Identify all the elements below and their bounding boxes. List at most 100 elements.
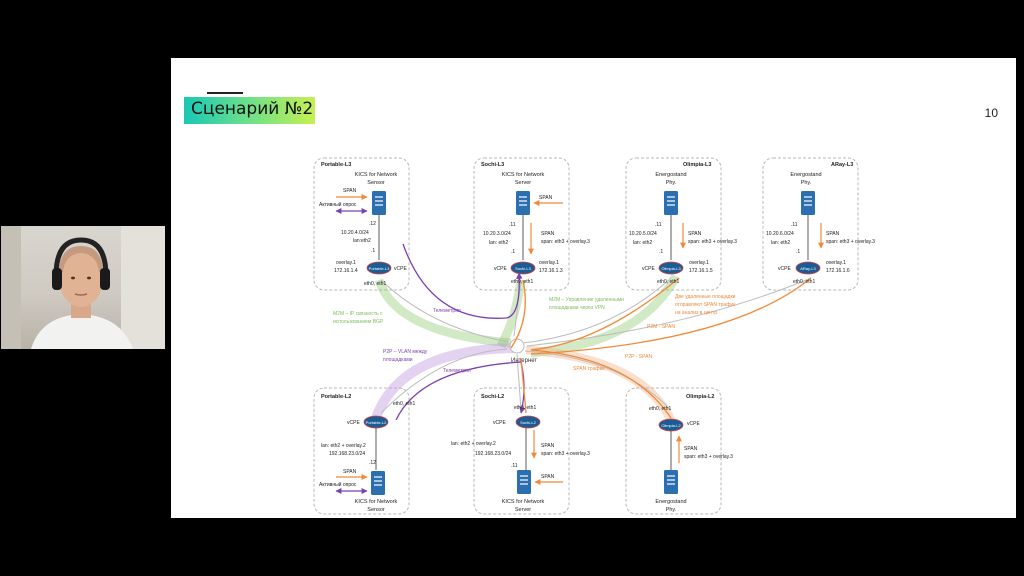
span-traffic-label: SPAN трафик — [573, 366, 605, 372]
ip-gw-olimpia-l3: .1 — [659, 249, 663, 255]
site-name-olimpia-l3: Olimpia-L3 — [683, 162, 711, 168]
telemetry-line-top — [402, 243, 523, 319]
subnet-sochi-l3: 10.20.3.0/24 — [483, 231, 511, 237]
ports-portable-l2: eth0, eth1 — [393, 401, 415, 407]
ports-olimpia-l3: eth0, eth1 — [657, 279, 679, 285]
lan-sochi-l3: lan: eth2 — [489, 240, 508, 246]
span-label-aray-l3: SPAN — [826, 231, 840, 237]
site-box-sochi-l3 — [473, 157, 570, 291]
site-name-aray-l3: ARay-L3 — [831, 162, 853, 168]
ip-host-sochi-l3: .11 — [509, 222, 516, 228]
vcpe-olimpia-l2: vCPE — [687, 421, 700, 427]
router-icon-sochi-l2 — [515, 415, 541, 429]
device-sochi-l2: KICS for Network — [502, 499, 545, 505]
subnet-olimpia-l3: 10.20.5.0/24 — [629, 231, 657, 237]
router-icon-aray-l3 — [795, 261, 821, 275]
network-diagram: Интернет Portable-L3 KICS for Network Se… — [313, 157, 875, 515]
span-detail-sochi-l2: span: eth3 + overlay.3 — [541, 451, 590, 457]
device-role-olimpia-l3: Phy. — [666, 180, 677, 186]
ports-olimpia-l2: eth0, eth1 — [649, 406, 671, 412]
ip-gw-aray-l3: .1 — [796, 249, 800, 255]
slide: Сценарий №2 10 — [171, 58, 1016, 518]
subnet-portable-l3: 10.20.4.0/24 — [341, 230, 369, 236]
overlay-olimpia-l3: overlay.1 — [689, 260, 709, 266]
overlay-sochi-l3: overlay.1 — [539, 260, 559, 266]
webcam-video — [1, 226, 165, 349]
site-box-portable-l3 — [313, 157, 410, 291]
device-aray-l3: Energostand — [790, 172, 821, 178]
lan-aray-l3: lan: eth2 — [771, 240, 790, 246]
server-icon-aray-l3 — [800, 190, 816, 216]
server-icon-portable-l2 — [370, 470, 386, 496]
device-olimpia-l3: Energostand — [655, 172, 686, 178]
span-label-bottom-sochi-l2: SPAN — [541, 474, 555, 480]
ip-host-olimpia-l3: .11 — [655, 222, 662, 228]
span-line-aray-l3 — [530, 277, 812, 355]
router-name-portable-l3: Portable-L3 — [369, 266, 390, 271]
ip-gw-portable-l3: .1 — [371, 248, 375, 254]
lan-portable-l2: lan: eth2 + overlay.2 — [321, 443, 366, 449]
span-line-olimpia-l3 — [530, 277, 680, 351]
lan-portable-l3: lan:eth2 — [353, 238, 371, 244]
p2p-span-label: P2P - SPAN — [625, 354, 652, 360]
server-icon-olimpia-l3 — [663, 190, 679, 216]
span-label-sochi-l2: SPAN — [541, 443, 555, 449]
vcpe-portable-l2: vCPE — [347, 420, 360, 426]
subnet-aray-l3: 10.20.6.0/24 — [766, 231, 794, 237]
span-line-sochi-l2 — [520, 357, 527, 414]
m2m-bgp-band — [374, 278, 512, 348]
overlay-ip-aray-l3: 172.16.1.6 — [826, 268, 850, 274]
site-name-sochi-l3: Sochi-L3 — [481, 162, 504, 168]
title-accent-line — [207, 92, 243, 94]
device-olimpia-l2: Energostand — [655, 499, 686, 505]
router-icon-sochi-l3 — [510, 261, 536, 275]
vcpe-aray-l3: vCPE — [778, 266, 791, 272]
title-highlight — [184, 97, 315, 124]
span-label-olimpia-l3: SPAN — [688, 231, 702, 237]
remote-span-label-2: отправляют SPAN трафик — [675, 302, 736, 308]
p2p-vlan-label-1: P2P – VLAN между — [383, 349, 428, 355]
vcpe-sochi-l2: vCPE — [493, 420, 506, 426]
router-name-aray-l3: ARay-L3 — [800, 266, 816, 271]
device-role-portable-l3: Sensor — [367, 180, 385, 186]
page-number: 10 — [984, 106, 998, 120]
subnet-sochi-l2: 192.168.23.0/24 — [475, 451, 511, 457]
ip-host-portable-l3: .12 — [369, 221, 376, 227]
span-line-sochi-l3 — [510, 279, 526, 349]
span-label-olimpia-l2: SPAN — [684, 446, 698, 452]
span-detail-sochi-l3: span: eth3 + overlay.3 — [541, 239, 590, 245]
router-name-portable-l2: Portable-L2 — [366, 420, 387, 425]
site-name-portable-l3: Portable-L3 — [321, 162, 351, 168]
server-icon-sochi-l2 — [516, 469, 532, 495]
site-box-sochi-l2 — [473, 387, 570, 515]
overlay-ip-portable-l3: 172.16.1.4 — [334, 268, 358, 274]
ports-portable-l3: eth0, eth1 — [364, 281, 386, 287]
router-icon-olimpia-l3 — [658, 261, 684, 275]
m2m-vpn-label-1: M2M – Управление удаленными — [549, 297, 624, 303]
slide-title: Сценарий №2 — [191, 99, 314, 119]
overlay-ip-sochi-l3: 172.16.1.3 — [539, 268, 563, 274]
p2p-vlan-band — [371, 343, 522, 420]
device-role-portable-l2: Sensor — [367, 507, 385, 513]
device-role-olimpia-l2: Phy. — [666, 507, 677, 513]
m2m-olimpia-band — [530, 273, 680, 358]
subnet-portable-l2: 192.168.23.0/24 — [329, 451, 365, 457]
ports-sochi-l2: eth0, eth1 — [514, 405, 536, 411]
ports-sochi-l3: eth0, eth1 — [511, 279, 533, 285]
overlay-ip-olimpia-l3: 172.16.1.5 — [689, 268, 713, 274]
remote-span-label-1: Две удаленные площадки — [675, 294, 736, 300]
span-detail-olimpia-l2: span: eth3 + overlay.3 — [684, 454, 733, 460]
router-icon-portable-l3 — [366, 261, 392, 275]
site-name-sochi-l2: Sochi-L2 — [481, 394, 504, 400]
telemetry-label-bottom: Телеметрия — [443, 368, 471, 374]
vcpe-olimpia-l3: vCPE — [642, 266, 655, 272]
device-role-sochi-l2: Server — [515, 507, 531, 513]
site-name-portable-l2: Portable-L2 — [321, 394, 351, 400]
span-label-top-sochi-l3: SPAN — [539, 195, 553, 201]
span-label-sochi-l3: SPAN — [541, 231, 555, 237]
device-portable-l2: KICS for Network — [355, 499, 398, 505]
internet-label: Интернет — [511, 358, 537, 364]
site-box-olimpia-l2 — [625, 387, 722, 515]
router-name-sochi-l2: Sochi-L2 — [520, 420, 537, 425]
lan-sochi-l2: lan: eth2 + overlay.2 — [451, 441, 496, 447]
